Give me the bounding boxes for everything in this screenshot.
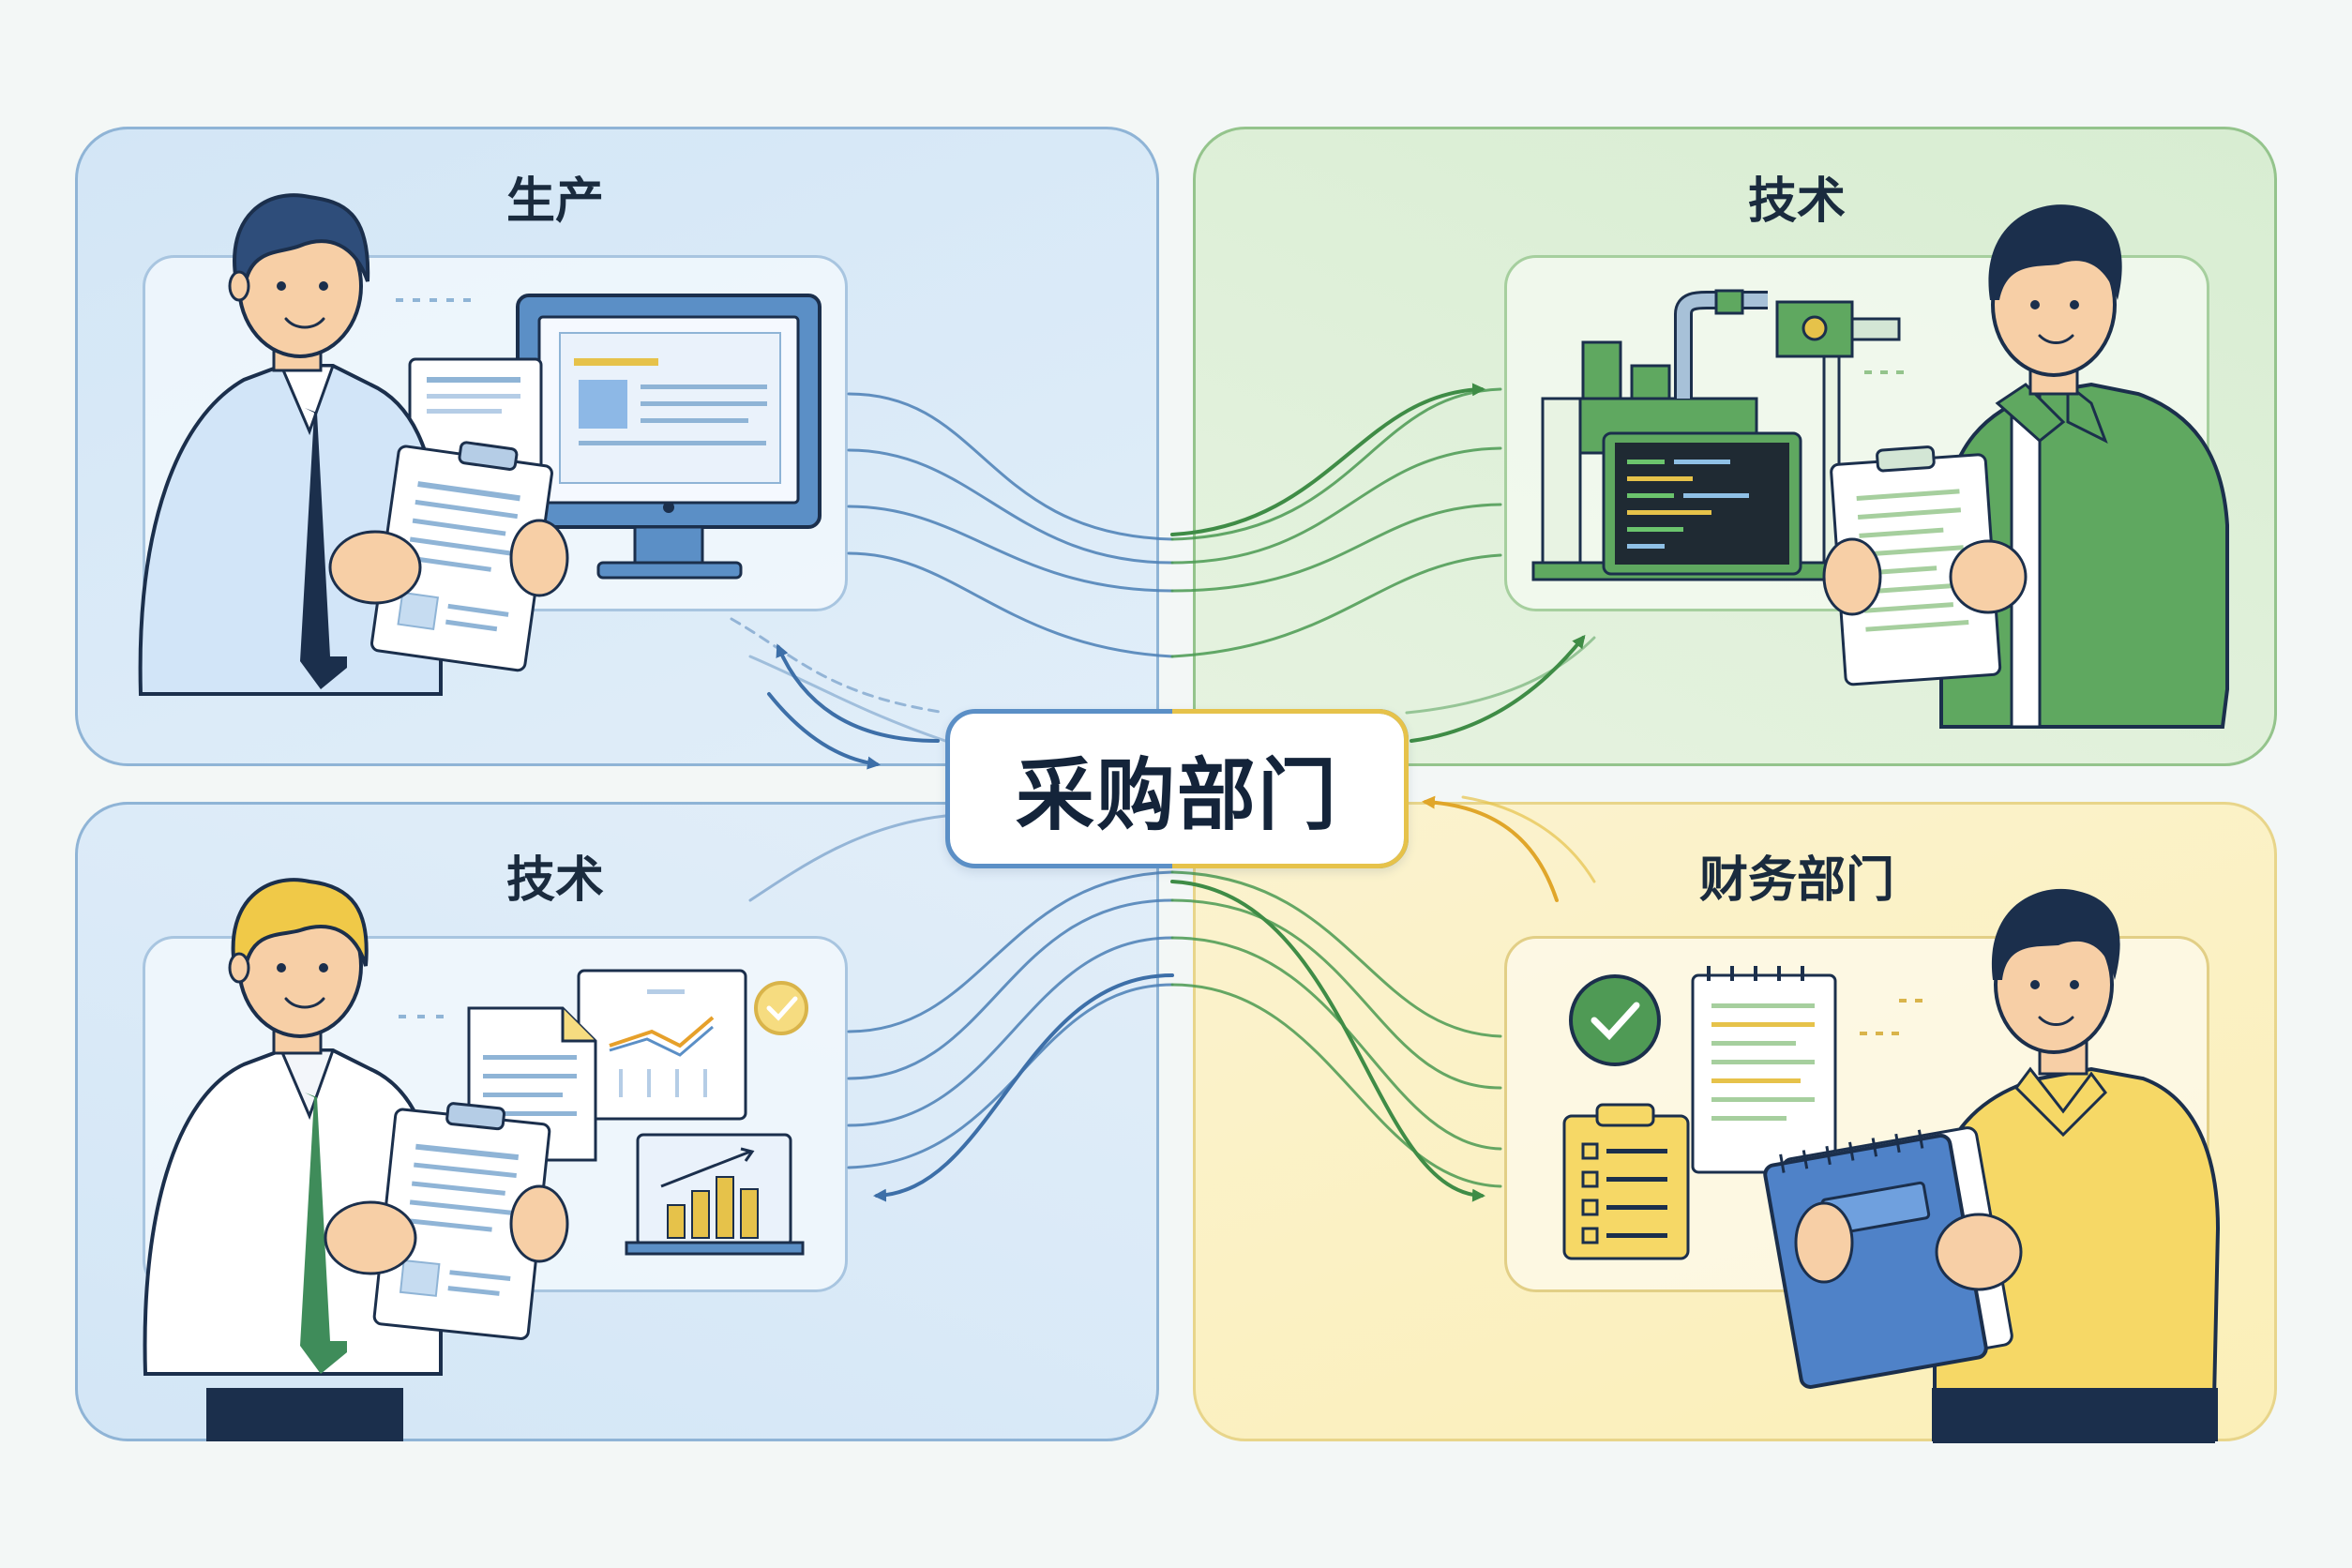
arrow-finance-to-hub (1422, 795, 1559, 902)
arrow-to-technology-top (1170, 383, 1485, 536)
quadrant-title-finance: 财务部门 (1698, 852, 1895, 909)
quadrant-title-technology-bottom: 技术 (505, 852, 605, 909)
flow-finance (1170, 870, 1502, 1188)
arrow-hub-to-production (776, 643, 940, 743)
quadrant-title-production: 生产 (505, 173, 605, 230)
flow-finance-yellow (1461, 795, 1596, 883)
hub-label: 采购部门 (1015, 748, 1338, 841)
flow-production (730, 392, 1174, 743)
procurement-hub: 采购部门 (945, 709, 1409, 868)
arrow-production-to-hub (767, 692, 881, 770)
arrow-to-finance (1170, 880, 1485, 1202)
arrow-hub-to-technology-top-lower (1410, 634, 1586, 743)
quadrant-title-technology-top: 技术 (1747, 173, 1847, 230)
flow-technology-top (1170, 387, 1596, 715)
arrow-to-technology-bottom (873, 973, 1174, 1202)
